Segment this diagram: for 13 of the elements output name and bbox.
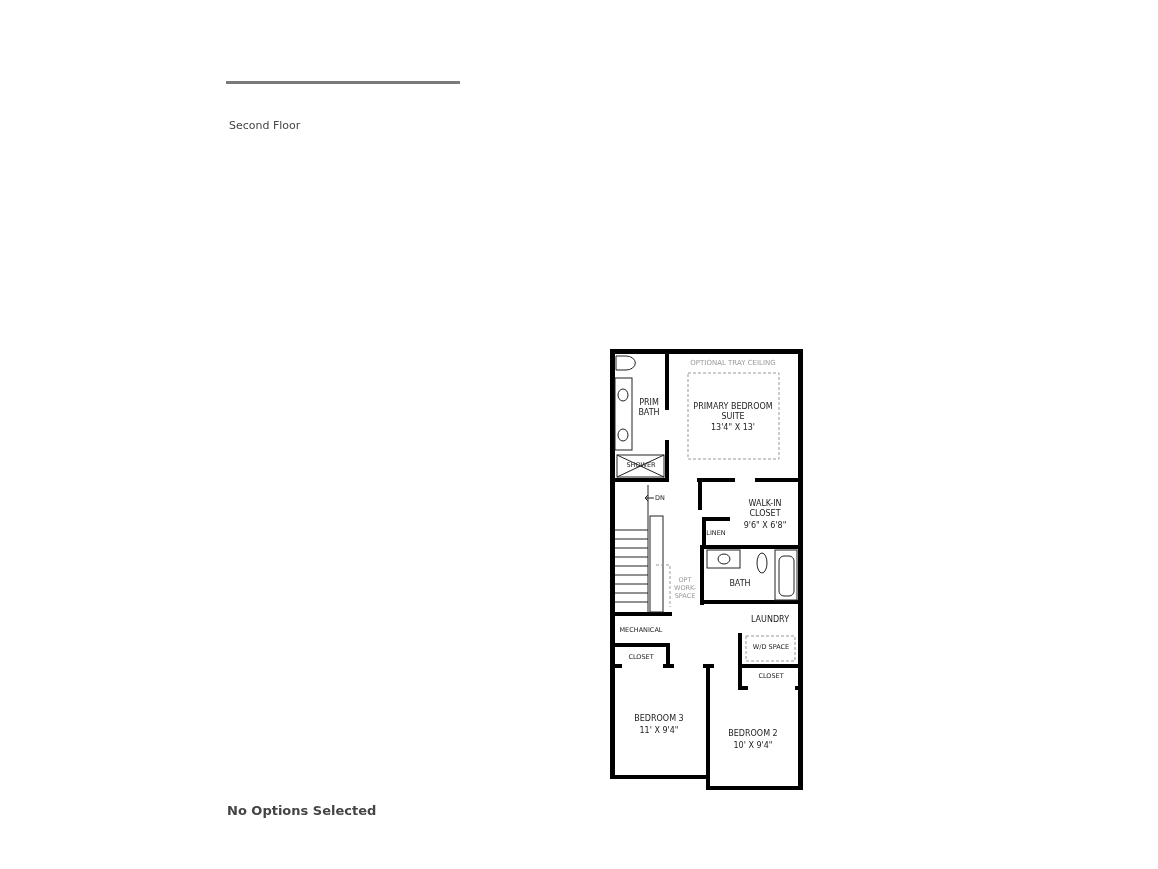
room-label: PRIM BATH: [637, 398, 661, 418]
subtitle: Second Floor: [229, 119, 301, 133]
caption: No Options Selected: [227, 803, 377, 819]
room-label: WALK-IN CLOSET: [747, 499, 783, 519]
room-label: LAUNDRY: [749, 615, 790, 625]
room-label: BEDROOM 3: [633, 714, 685, 724]
room-label: BEDROOM 2: [727, 729, 779, 739]
dimension-label: 13'4" X 13': [709, 423, 757, 433]
dimension-label: 9'6" X 6'8": [742, 521, 788, 531]
room-label: BATH: [728, 579, 752, 589]
dimension-label: 10' X 9'4": [732, 741, 774, 751]
dimension-label: 11' X 9'4": [638, 726, 680, 736]
room-label: PRIMARY BEDROOM SUITE: [692, 402, 774, 422]
